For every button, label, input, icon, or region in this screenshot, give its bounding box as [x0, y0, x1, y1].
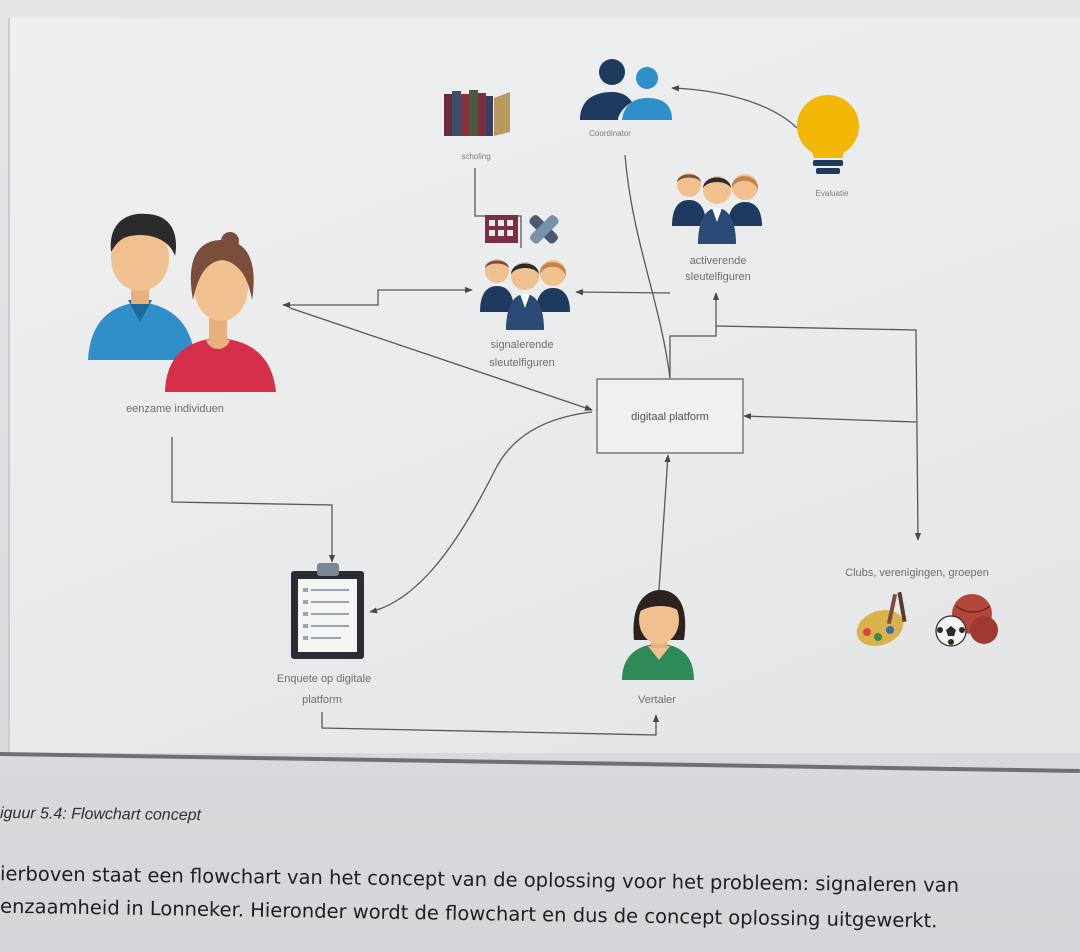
edge-platform-to-activerende — [669, 292, 720, 378]
figure-caption: iguur 5.4: Flowchart concept — [0, 804, 202, 825]
edge-vertaler-to-platform — [658, 454, 671, 591]
digitaal-platform-box — [596, 378, 744, 454]
eenzame-individuen-label: eenzame individuen — [126, 403, 224, 415]
edge-activerende-to-signalerende — [575, 288, 671, 296]
sports-balls-icon — [935, 594, 998, 647]
edge-coordinator-to-platform — [624, 154, 671, 379]
signalerende-label-line2: sleutelfiguren — [489, 357, 554, 369]
flowchart-figure: eenzame individuen scholing Coordinator … — [0, 18, 1080, 773]
books-icon — [444, 90, 510, 136]
paint-palette-icon — [856, 591, 907, 646]
group-people-icon — [480, 259, 570, 330]
group-people-icon — [672, 173, 762, 244]
clubs-label: Clubs, verenigingen, groepen — [845, 567, 989, 579]
edge-couple-down-to-enquete — [171, 437, 336, 563]
edge-evaluatie-to-coordinator — [671, 85, 798, 129]
vertaler-label: Vertaler — [638, 694, 676, 706]
lightbulb-icon — [797, 95, 859, 174]
edges — [171, 85, 922, 736]
evaluatie-label: Evaluatie — [816, 189, 849, 198]
edge-platform-to-enquete — [369, 411, 593, 614]
activerende-label-line1: activerende — [690, 255, 747, 267]
digitaal-platform-label: digitaal platform — [631, 411, 709, 423]
people-couple-icon — [88, 213, 276, 392]
flowchart-canvas: eenzame individuen scholing Coordinator … — [88, 59, 998, 736]
activerende-label-line2: sleutelfiguren — [685, 271, 750, 283]
body-text-line-1: ierboven staat een flowchart van het con… — [0, 862, 960, 897]
edge-activerende-to-clubs — [715, 325, 922, 541]
enquete-label-line2: platform — [302, 694, 342, 706]
bandage-icon — [529, 215, 559, 244]
signalerende-label-line1: signalerende — [491, 339, 554, 351]
calendar-icon — [485, 215, 518, 243]
edge-enquete-to-vertaler — [321, 712, 660, 736]
edge-couple-to-platform — [289, 307, 593, 411]
scholing-label: scholing — [461, 152, 490, 161]
enquete-label-line1: Enquete op digitale — [277, 673, 371, 685]
coordinator-label: Coordinator — [589, 129, 631, 138]
edge-couple-to-signalerende — [282, 286, 473, 309]
coordinator-icon — [580, 59, 672, 120]
edge-clubs-to-platform — [743, 413, 917, 423]
clipboard-icon — [291, 563, 364, 659]
body-text-line-2: enzaamheid in Lonneker. Hieronder wordt … — [0, 894, 938, 933]
translator-person-icon — [622, 590, 694, 680]
